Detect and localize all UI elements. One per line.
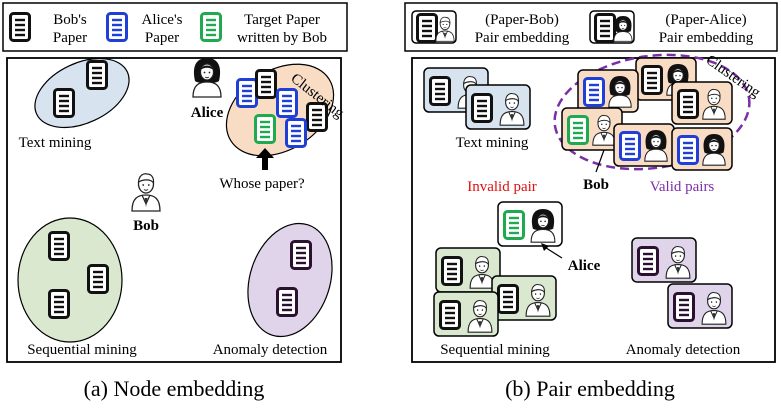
legend-bob-paper-icon (9, 12, 31, 42)
arrow-icon (541, 243, 549, 251)
doc-icon (567, 115, 589, 145)
legend-alice-paper-line1: Alice's (141, 12, 182, 28)
bob-label: Bob (133, 218, 159, 234)
doc-icon (677, 89, 699, 119)
alice-avatar (192, 57, 222, 98)
doc-icon (497, 284, 519, 314)
woman-icon (530, 208, 556, 243)
alice-label: Alice (191, 105, 224, 121)
bob-paper-icon (87, 264, 109, 294)
legend-a-box (2, 2, 348, 52)
legend-target-paper-line1: Target Paper (244, 12, 320, 28)
panel-a: Bob's Paper Alice's Paper Target Paper w… (2, 2, 348, 401)
legend-target-paper-line2: written by Bob (237, 30, 327, 46)
sequential-mining-pairs: Sequential mining (433, 247, 557, 358)
bob-pointer-line (595, 149, 605, 173)
alice-label-b: Alice (568, 258, 601, 274)
text-mining-label: Text mining (19, 135, 92, 151)
bob-paper-icon (255, 69, 277, 99)
doc-icon (471, 93, 493, 123)
alice-paper-icon (285, 118, 307, 148)
bob-paper-icon (48, 289, 70, 319)
woman-icon (702, 133, 726, 166)
bob-paper-icon (276, 287, 298, 317)
woman-icon (613, 15, 633, 42)
doc-icon (619, 131, 641, 161)
doc-icon (641, 65, 663, 95)
bob-paper-icon (290, 240, 312, 270)
text-mining-label-b: Text mining (456, 135, 529, 151)
doc-icon (677, 135, 699, 165)
sequential-mining-label: Sequential mining (27, 342, 137, 358)
sequential-mining-cluster (17, 217, 123, 343)
legend-bob-paper-line1: Bob's (53, 12, 87, 28)
legend-paper-alice-line1: (Paper-Alice) (665, 12, 746, 28)
invalid-pair-label: Invalid pair (467, 179, 537, 195)
bob-paper-icon (53, 88, 75, 118)
doc-icon (637, 246, 659, 276)
text-mining-pairs: Text mining (423, 67, 531, 151)
sequential-mining-label-b: Sequential mining (440, 342, 550, 358)
arrow-up-icon (256, 148, 274, 170)
legend-alice-paper-line2: Paper (145, 30, 179, 46)
legend-bob-paper-line2: Paper (53, 30, 87, 46)
legend-target-paper-icon (200, 12, 222, 42)
caption-a: (a) Node embedding (84, 376, 265, 401)
anomaly-detection-label: Anomaly detection (213, 342, 328, 358)
legend-paper-alice-line2: Pair embedding (659, 30, 754, 46)
target-paper-icon (254, 114, 276, 144)
doc-icon (583, 77, 605, 107)
alice-paper-icon (236, 78, 258, 108)
doc-icon (503, 210, 525, 240)
woman-icon (644, 129, 668, 162)
doc-icon (673, 292, 695, 322)
bob-paper-icon (86, 60, 108, 90)
legend-alice-paper-icon (106, 12, 128, 42)
caption-b: (b) Pair embedding (505, 376, 675, 401)
anomaly-detection-label-b: Anomaly detection (626, 342, 741, 358)
valid-pairs-cluster (553, 53, 751, 171)
valid-pairs-cards (561, 57, 733, 171)
legend-paper-bob-line2: Pair embedding (475, 30, 570, 46)
alice-paper-icon (276, 88, 298, 118)
doc-icon (416, 13, 438, 43)
valid-pairs-label: Valid pairs (650, 179, 715, 195)
bob-label-b: Bob (583, 177, 609, 193)
legend-paper-bob-line1: (Paper-Bob) (485, 12, 559, 28)
doc-icon (439, 300, 461, 330)
bob-paper-icon (48, 231, 70, 261)
whose-paper-label: Whose paper? (219, 176, 305, 192)
panel-b: (Paper-Bob) Pair embedding (Paper-Alice)… (404, 2, 778, 401)
doc-icon (594, 13, 616, 43)
doc-icon (441, 256, 463, 286)
anomaly-detection-pairs: Anomaly detection (626, 237, 741, 358)
woman-icon (608, 75, 632, 108)
doc-icon (429, 76, 451, 106)
